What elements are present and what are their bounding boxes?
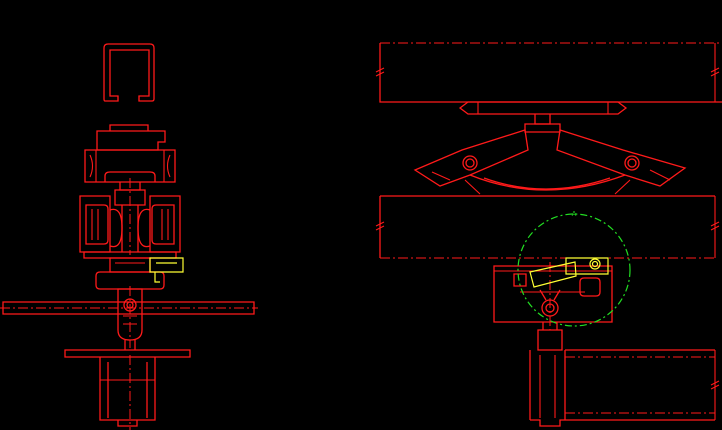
highlighted-latch-arm: [529, 257, 609, 288]
lower-post-base: [64, 340, 191, 430]
lower-beam: [565, 349, 720, 421]
highlighted-latch: [149, 257, 184, 283]
upper-head-block: [84, 124, 176, 183]
detail-circle: A: [517, 210, 631, 327]
middle-beam: [375, 195, 720, 259]
scissor-linkage: [413, 129, 687, 195]
mounting-plate: [458, 101, 628, 133]
side-elevation-view: A: [375, 42, 722, 427]
front-elevation-view: [0, 43, 258, 430]
trolley-block: [493, 262, 613, 330]
upper-beam: [375, 42, 722, 103]
channel-profile-section: [103, 43, 155, 102]
detail-label: A: [572, 210, 577, 218]
lower-post: [529, 322, 566, 427]
pivot-joint: [117, 286, 143, 348]
lower-collar: [95, 257, 165, 290]
carriage-body: [79, 195, 181, 259]
